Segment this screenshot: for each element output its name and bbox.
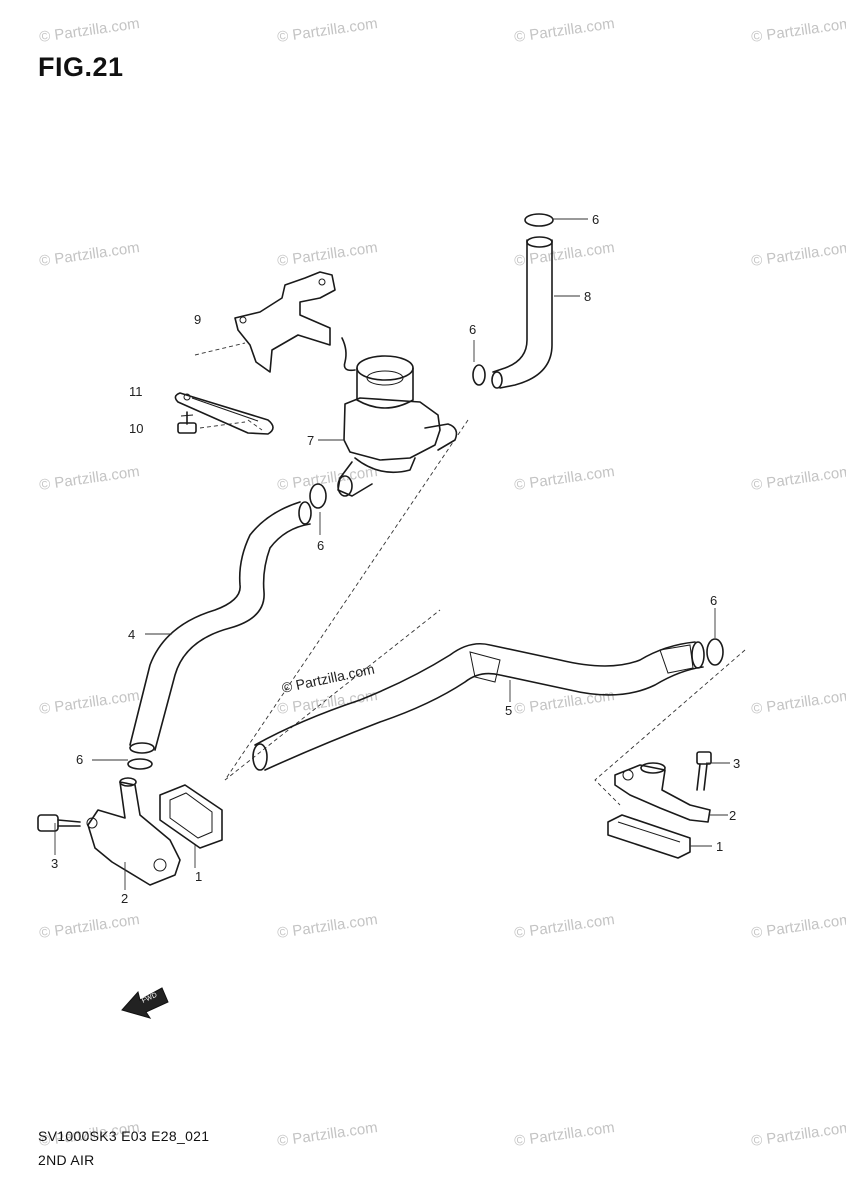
part-7-valve[interactable] [337,337,458,497]
callout-10: 10 [129,421,143,436]
callout-6: 6 [76,752,83,767]
callout-11: 11 [129,384,143,399]
watermark-text: © Partzilla.com [513,15,615,46]
watermark-text: © Partzilla.com [513,911,615,942]
watermark-text: © Partzilla.com [38,15,140,46]
callout-4: 4 [128,627,135,642]
part-6-clamp-right[interactable] [706,638,724,666]
assembly-guides [194,342,746,806]
watermark-layer: © Partzilla.com © Partzilla.com © Partzill… [38,15,846,1150]
callout-3: 3 [733,756,740,771]
watermark-text: © Partzilla.com [513,687,615,718]
leader-lines [54,218,730,890]
watermark-text: © Partzilla.com [38,687,140,718]
forward-arrow: FWD [121,987,169,1019]
part-2-pipe-left[interactable] [86,777,181,886]
callout-6: 6 [592,212,599,227]
watermark-text: © Partzilla.com [513,1119,615,1150]
watermark-text: © Partzilla.com [38,463,140,494]
part-1-gasket-left[interactable] [159,784,223,849]
callout-9: 9 [194,312,201,327]
part-3-bolt-left[interactable] [37,814,81,832]
part-6-clamp-mid[interactable] [309,483,327,509]
part-2-pipe-right[interactable] [614,762,711,823]
watermark-text: © Partzilla.com [38,239,140,270]
callout-5: 5 [505,703,512,718]
watermark-text: © Partzilla.com [750,15,846,46]
watermark-text: © Partzilla.com [38,911,140,942]
watermark-text: © Partzilla.com [276,1119,378,1150]
callout-6: 6 [710,593,717,608]
callout-8: 8 [584,289,591,304]
watermark-text: © Partzilla.com [750,1119,846,1150]
part-10-screw[interactable] [177,411,197,434]
part-8-hose[interactable] [491,236,553,389]
watermark-text: © Partzilla.com [750,687,846,718]
watermark-text: © Partzilla.com [276,15,378,46]
part-6-clamp-low-left[interactable] [127,758,153,770]
figure-title: FIG.21 [38,52,124,82]
part-6-clamp-upper-mid[interactable] [472,364,486,386]
callout-7: 7 [307,433,314,448]
figure-code: SV1000SK3 E03 E28_021 [38,1128,210,1144]
part-6-clamp-top[interactable] [524,213,554,227]
callout-6: 6 [469,322,476,337]
callout-2: 2 [121,891,128,906]
callouts: 6 8 6 9 11 10 7 6 4 6 5 6 3 2 1 3 1 2 [51,212,740,906]
part-11-strap[interactable] [174,392,274,435]
callout-1: 1 [716,839,723,854]
part-3-bolt-right[interactable] [696,751,712,791]
watermark-text: © Partzilla.com [513,463,615,494]
part-1-gasket-right[interactable] [607,814,691,859]
watermark-text: © Partzilla.com [750,463,846,494]
figure-name: 2ND AIR [38,1152,95,1168]
part-4-hose[interactable] [129,501,312,754]
watermark-text: © Partzilla.com [750,911,846,942]
part-9-bracket[interactable] [234,271,336,373]
watermark-text: © Partzilla.com [750,239,846,270]
watermark-text: © Partzilla.com [276,911,378,942]
watermark-text: © Partzilla.com [276,239,378,270]
part-5-hose[interactable] [252,641,705,771]
callout-3: 3 [51,856,58,871]
callout-6: 6 [317,538,324,553]
callout-1: 1 [195,869,202,884]
callout-2: 2 [729,808,736,823]
